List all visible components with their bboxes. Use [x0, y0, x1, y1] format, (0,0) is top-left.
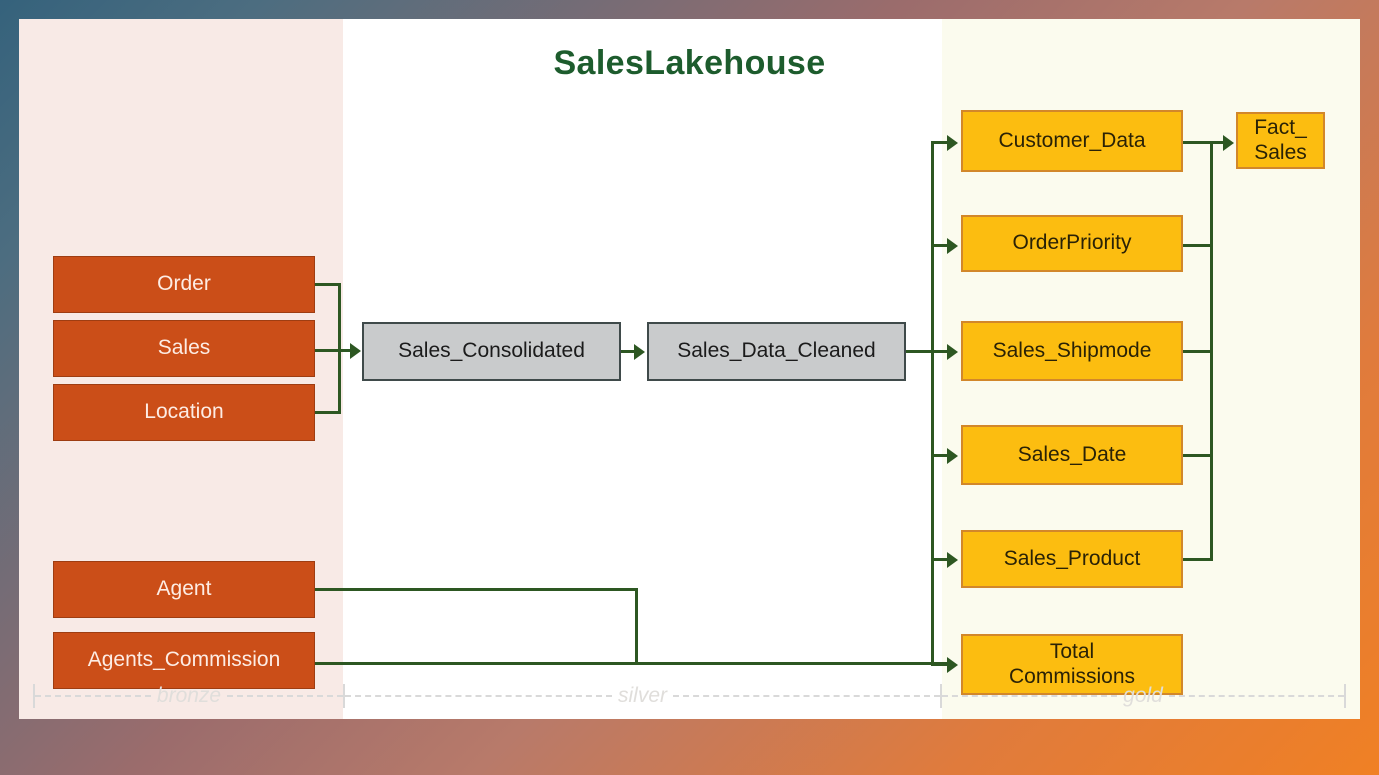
node-sales[interactable]: Sales: [53, 320, 315, 377]
ruler-dash: [227, 695, 343, 697]
ruler-tick-left: [33, 684, 35, 708]
node-sales-date-label: Sales_Date: [1017, 442, 1127, 466]
ruler-label-bronze: bronze: [156, 684, 222, 707]
node-sales-shipmode-label: Sales_Shipmode: [992, 338, 1152, 362]
diagram-canvas: SalesLakehouse Order Sales Location Agen…: [19, 19, 1360, 719]
edge-agent-out: [315, 588, 638, 591]
edge-sales-date-out: [1183, 454, 1213, 457]
node-total-commissions-label-line1: Total: [1049, 640, 1095, 664]
edge-sales-shipmode-out: [1183, 350, 1213, 353]
edge-bus-to-sales-product: [931, 558, 949, 561]
ruler-label-gold: gold: [1123, 684, 1163, 707]
edge-sales-product-out: [1183, 558, 1213, 561]
node-agent[interactable]: Agent: [53, 561, 315, 618]
node-order-priority-label: OrderPriority: [1012, 231, 1132, 255]
ruler-segment-silver: silver: [345, 679, 943, 713]
arrow-into-customer-data: [947, 135, 958, 151]
page-title: SalesLakehouse: [553, 44, 826, 82]
node-sales-consolidated-label: Sales_Consolidated: [398, 339, 585, 363]
edge-bus-to-sales-shipmode: [931, 350, 949, 353]
arrow-into-sales-shipmode: [947, 344, 958, 360]
arrow-into-sales-data-cleaned: [634, 344, 645, 360]
node-sales-product[interactable]: Sales_Product: [961, 530, 1183, 588]
ruler-tick-right: [343, 684, 345, 708]
edge-sales-stub: [315, 349, 341, 352]
node-customer-data-label: Customer_Data: [998, 128, 1146, 152]
node-sales-label: Sales: [157, 336, 211, 360]
edge-order-stub: [315, 283, 341, 286]
edge-bronze-to-silver: [338, 349, 352, 352]
node-customer-data[interactable]: Customer_Data: [961, 110, 1183, 172]
node-agent-label: Agent: [156, 577, 212, 601]
node-order-label: Order: [157, 272, 211, 296]
ruler-dash: [942, 695, 1118, 697]
node-agents-commission[interactable]: Agents_Commission: [53, 632, 315, 689]
node-fact-sales-label-line1: Fact_: [1254, 116, 1307, 140]
ruler-dash: [345, 695, 612, 697]
node-sales-shipmode[interactable]: Sales_Shipmode: [961, 321, 1183, 381]
medallion-ruler: bronze silver gold: [19, 679, 1360, 713]
arrow-into-sales-consolidated: [350, 343, 361, 359]
node-location-label: Location: [144, 400, 224, 424]
node-order[interactable]: Order: [53, 256, 315, 313]
edge-agents-commission-out: [315, 662, 949, 665]
edge-order-priority-out: [1183, 244, 1213, 247]
node-total-commissions[interactable]: Total Commissions: [961, 634, 1183, 695]
arrow-into-sales-date: [947, 448, 958, 464]
node-sales-data-cleaned[interactable]: Sales_Data_Cleaned: [647, 322, 906, 381]
node-sales-product-label: Sales_Product: [1003, 546, 1141, 570]
arrow-into-total-commissions: [947, 657, 958, 673]
node-agents-commission-label: Agents_Commission: [87, 648, 281, 672]
ruler-label-silver: silver: [618, 684, 668, 707]
edge-bus-to-customer-data: [931, 141, 949, 144]
node-total-commissions-label-line2: Commissions: [1008, 664, 1136, 688]
node-order-priority[interactable]: OrderPriority: [961, 215, 1183, 272]
edge-consolidated-to-cleaned: [621, 350, 636, 353]
ruler-tick-right: [940, 684, 943, 708]
arrow-into-fact-sales: [1223, 135, 1234, 151]
ruler-dash: [673, 695, 941, 697]
arrow-into-sales-product: [947, 552, 958, 568]
node-fact-sales[interactable]: Fact_ Sales: [1236, 112, 1325, 169]
arrow-into-order-priority: [947, 238, 958, 254]
node-fact-sales-label-line2: Sales: [1254, 140, 1307, 164]
ruler-tick-right: [1344, 684, 1347, 708]
ruler-dash: [35, 695, 151, 697]
ruler-dash: [1168, 695, 1345, 697]
node-sales-data-cleaned-label: Sales_Data_Cleaned: [677, 339, 876, 363]
node-sales-date[interactable]: Sales_Date: [961, 425, 1183, 485]
edge-location-stub: [315, 411, 341, 414]
ruler-segment-bronze: bronze: [33, 679, 345, 713]
ruler-segment-gold: gold: [942, 679, 1347, 713]
edge-bus-to-fact-sales: [1210, 141, 1226, 144]
edge-gold-distribution-bus: [931, 141, 934, 666]
edge-bus-to-order-priority: [931, 244, 949, 247]
edge-bronze-bus: [338, 283, 341, 414]
node-location[interactable]: Location: [53, 384, 315, 441]
edge-agent-drop: [635, 588, 638, 664]
edge-customer-data-out: [1183, 141, 1213, 144]
edge-cleaned-to-gold-bus: [906, 350, 933, 353]
node-sales-consolidated[interactable]: Sales_Consolidated: [362, 322, 621, 381]
edge-fact-sales-bus: [1210, 141, 1213, 561]
edge-bus-to-sales-date: [931, 454, 949, 457]
